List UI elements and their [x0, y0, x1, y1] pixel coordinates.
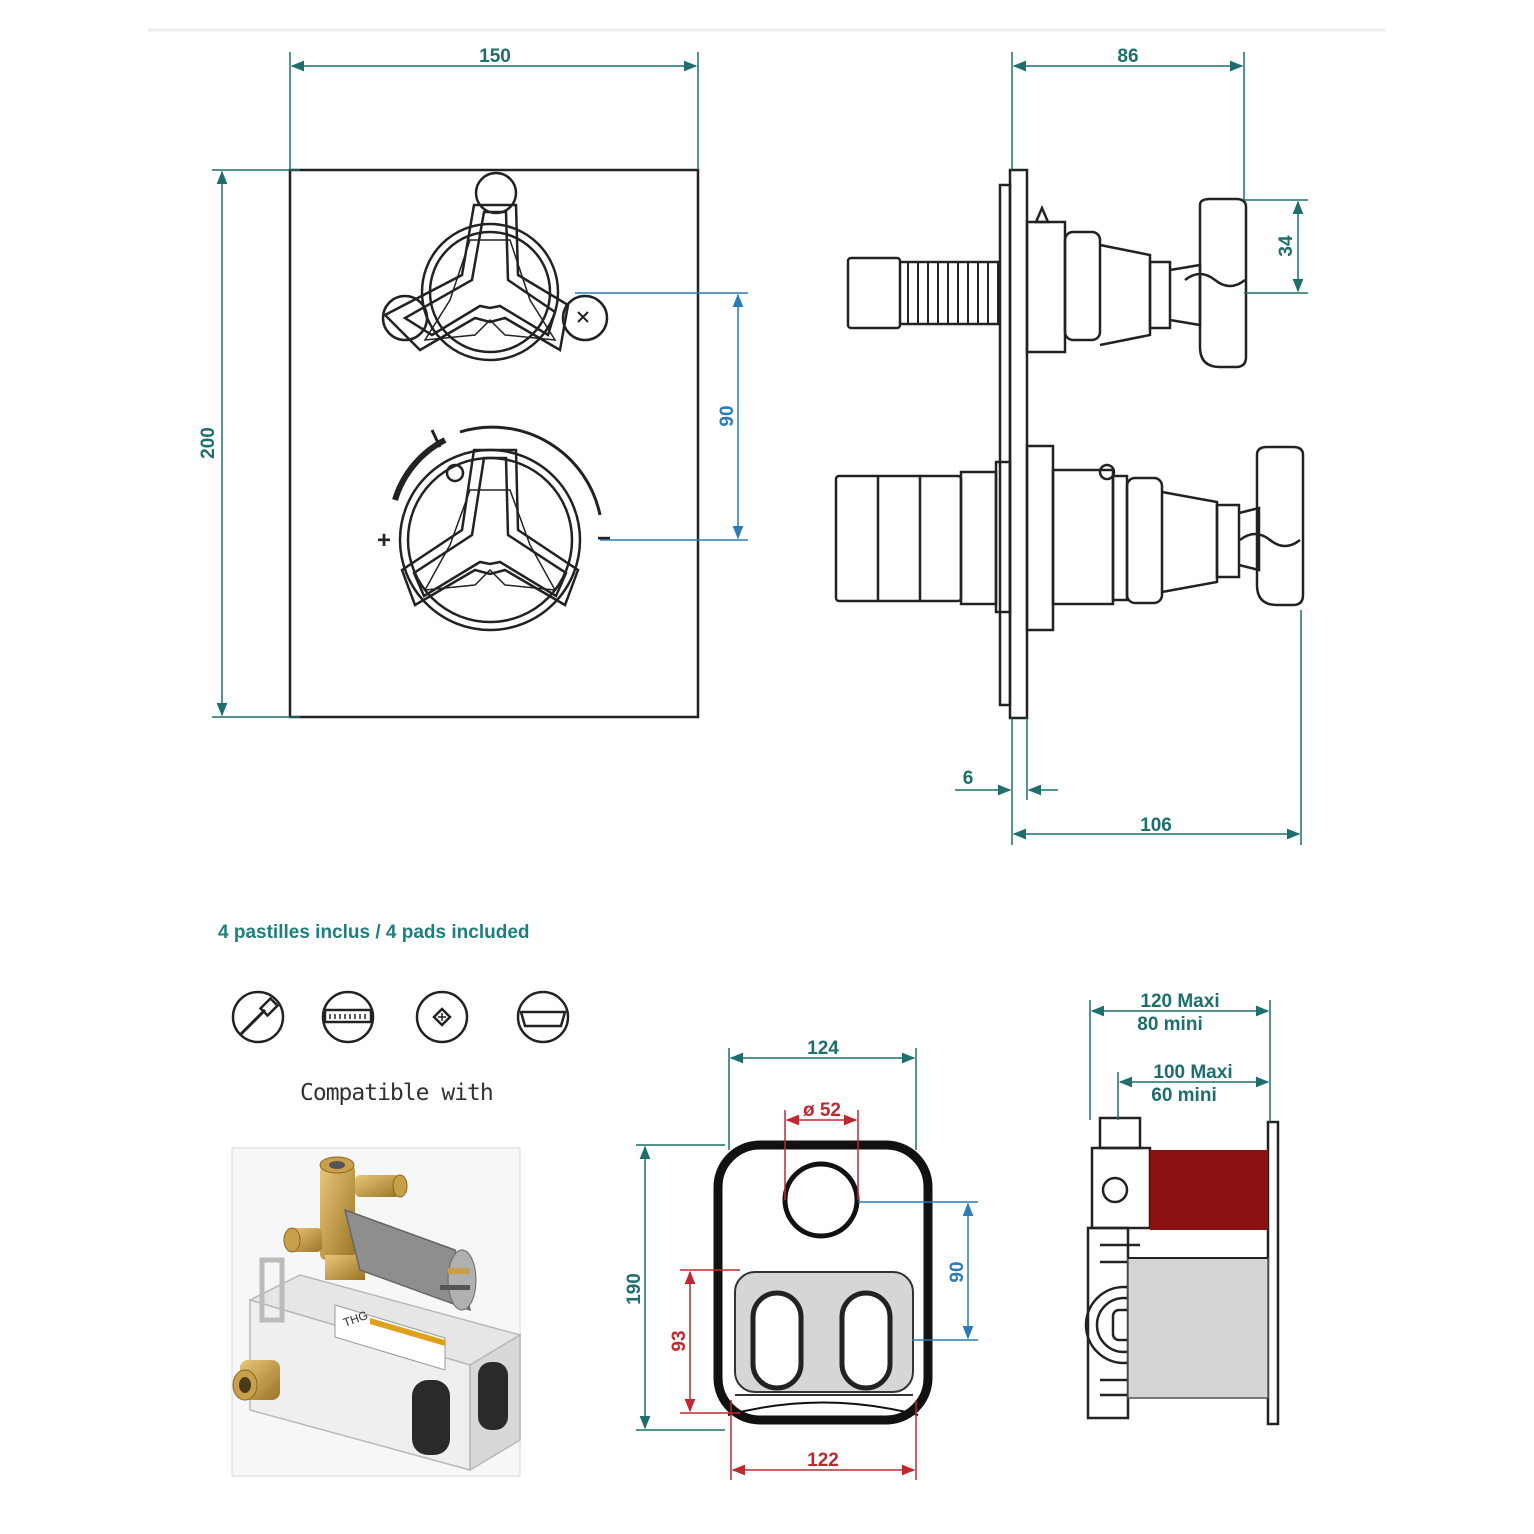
plate-thickness-dimension: 6 — [963, 768, 974, 789]
body-height-dimension: 190 — [624, 1273, 645, 1305]
pads-caption: 4 pastilles inclus / 4 pads included — [218, 922, 530, 943]
side-view: 86 34 6 106 — [834, 46, 1308, 845]
bore-diameter-dimension: ø 52 — [803, 1100, 841, 1121]
height-dimension: 200 — [198, 427, 219, 459]
cover-plate — [288, 168, 700, 719]
jets-icon — [415, 990, 469, 1044]
body-front-view: 124 ø 52 190 90 93 122 — [624, 1038, 978, 1480]
valve-body-photo: THG — [231, 1147, 522, 1477]
total-depth-dimension: 106 — [1140, 815, 1172, 836]
body-spacing-dimension: 90 — [947, 1261, 968, 1282]
pad-icons — [231, 990, 570, 1044]
handle-height-dimension: 34 — [1276, 235, 1297, 257]
top-cross-handle — [381, 171, 609, 362]
bottom-cross-handle — [392, 425, 602, 632]
width-dimension: 150 — [479, 46, 511, 67]
plus-sign: + — [377, 527, 391, 554]
rain-shower-icon — [321, 990, 375, 1044]
max-depth2-dimension: 100 Maxi — [1153, 1062, 1232, 1083]
minus-sign: − — [597, 525, 611, 552]
inner-height-dimension: 93 — [669, 1330, 690, 1351]
min-depth2-dimension: 60 mini — [1151, 1085, 1216, 1106]
handle-spacing-dimension: 90 — [717, 405, 738, 426]
min-depth-dimension: 80 mini — [1137, 1014, 1202, 1035]
front-view: + − 150 200 90 — [198, 46, 748, 719]
hand-shower-icon — [231, 990, 285, 1044]
inner-width-dimension: 122 — [807, 1450, 839, 1471]
bathtub-icon — [516, 990, 570, 1044]
depth-dimension: 86 — [1117, 46, 1138, 67]
compatible-label: Compatible with — [300, 1080, 494, 1106]
body-width-dimension: 124 — [807, 1038, 839, 1059]
max-depth-dimension: 120 Maxi — [1140, 991, 1219, 1012]
body-side-view: 120 Maxi 80 mini 100 Maxi 60 mini — [1084, 991, 1280, 1426]
